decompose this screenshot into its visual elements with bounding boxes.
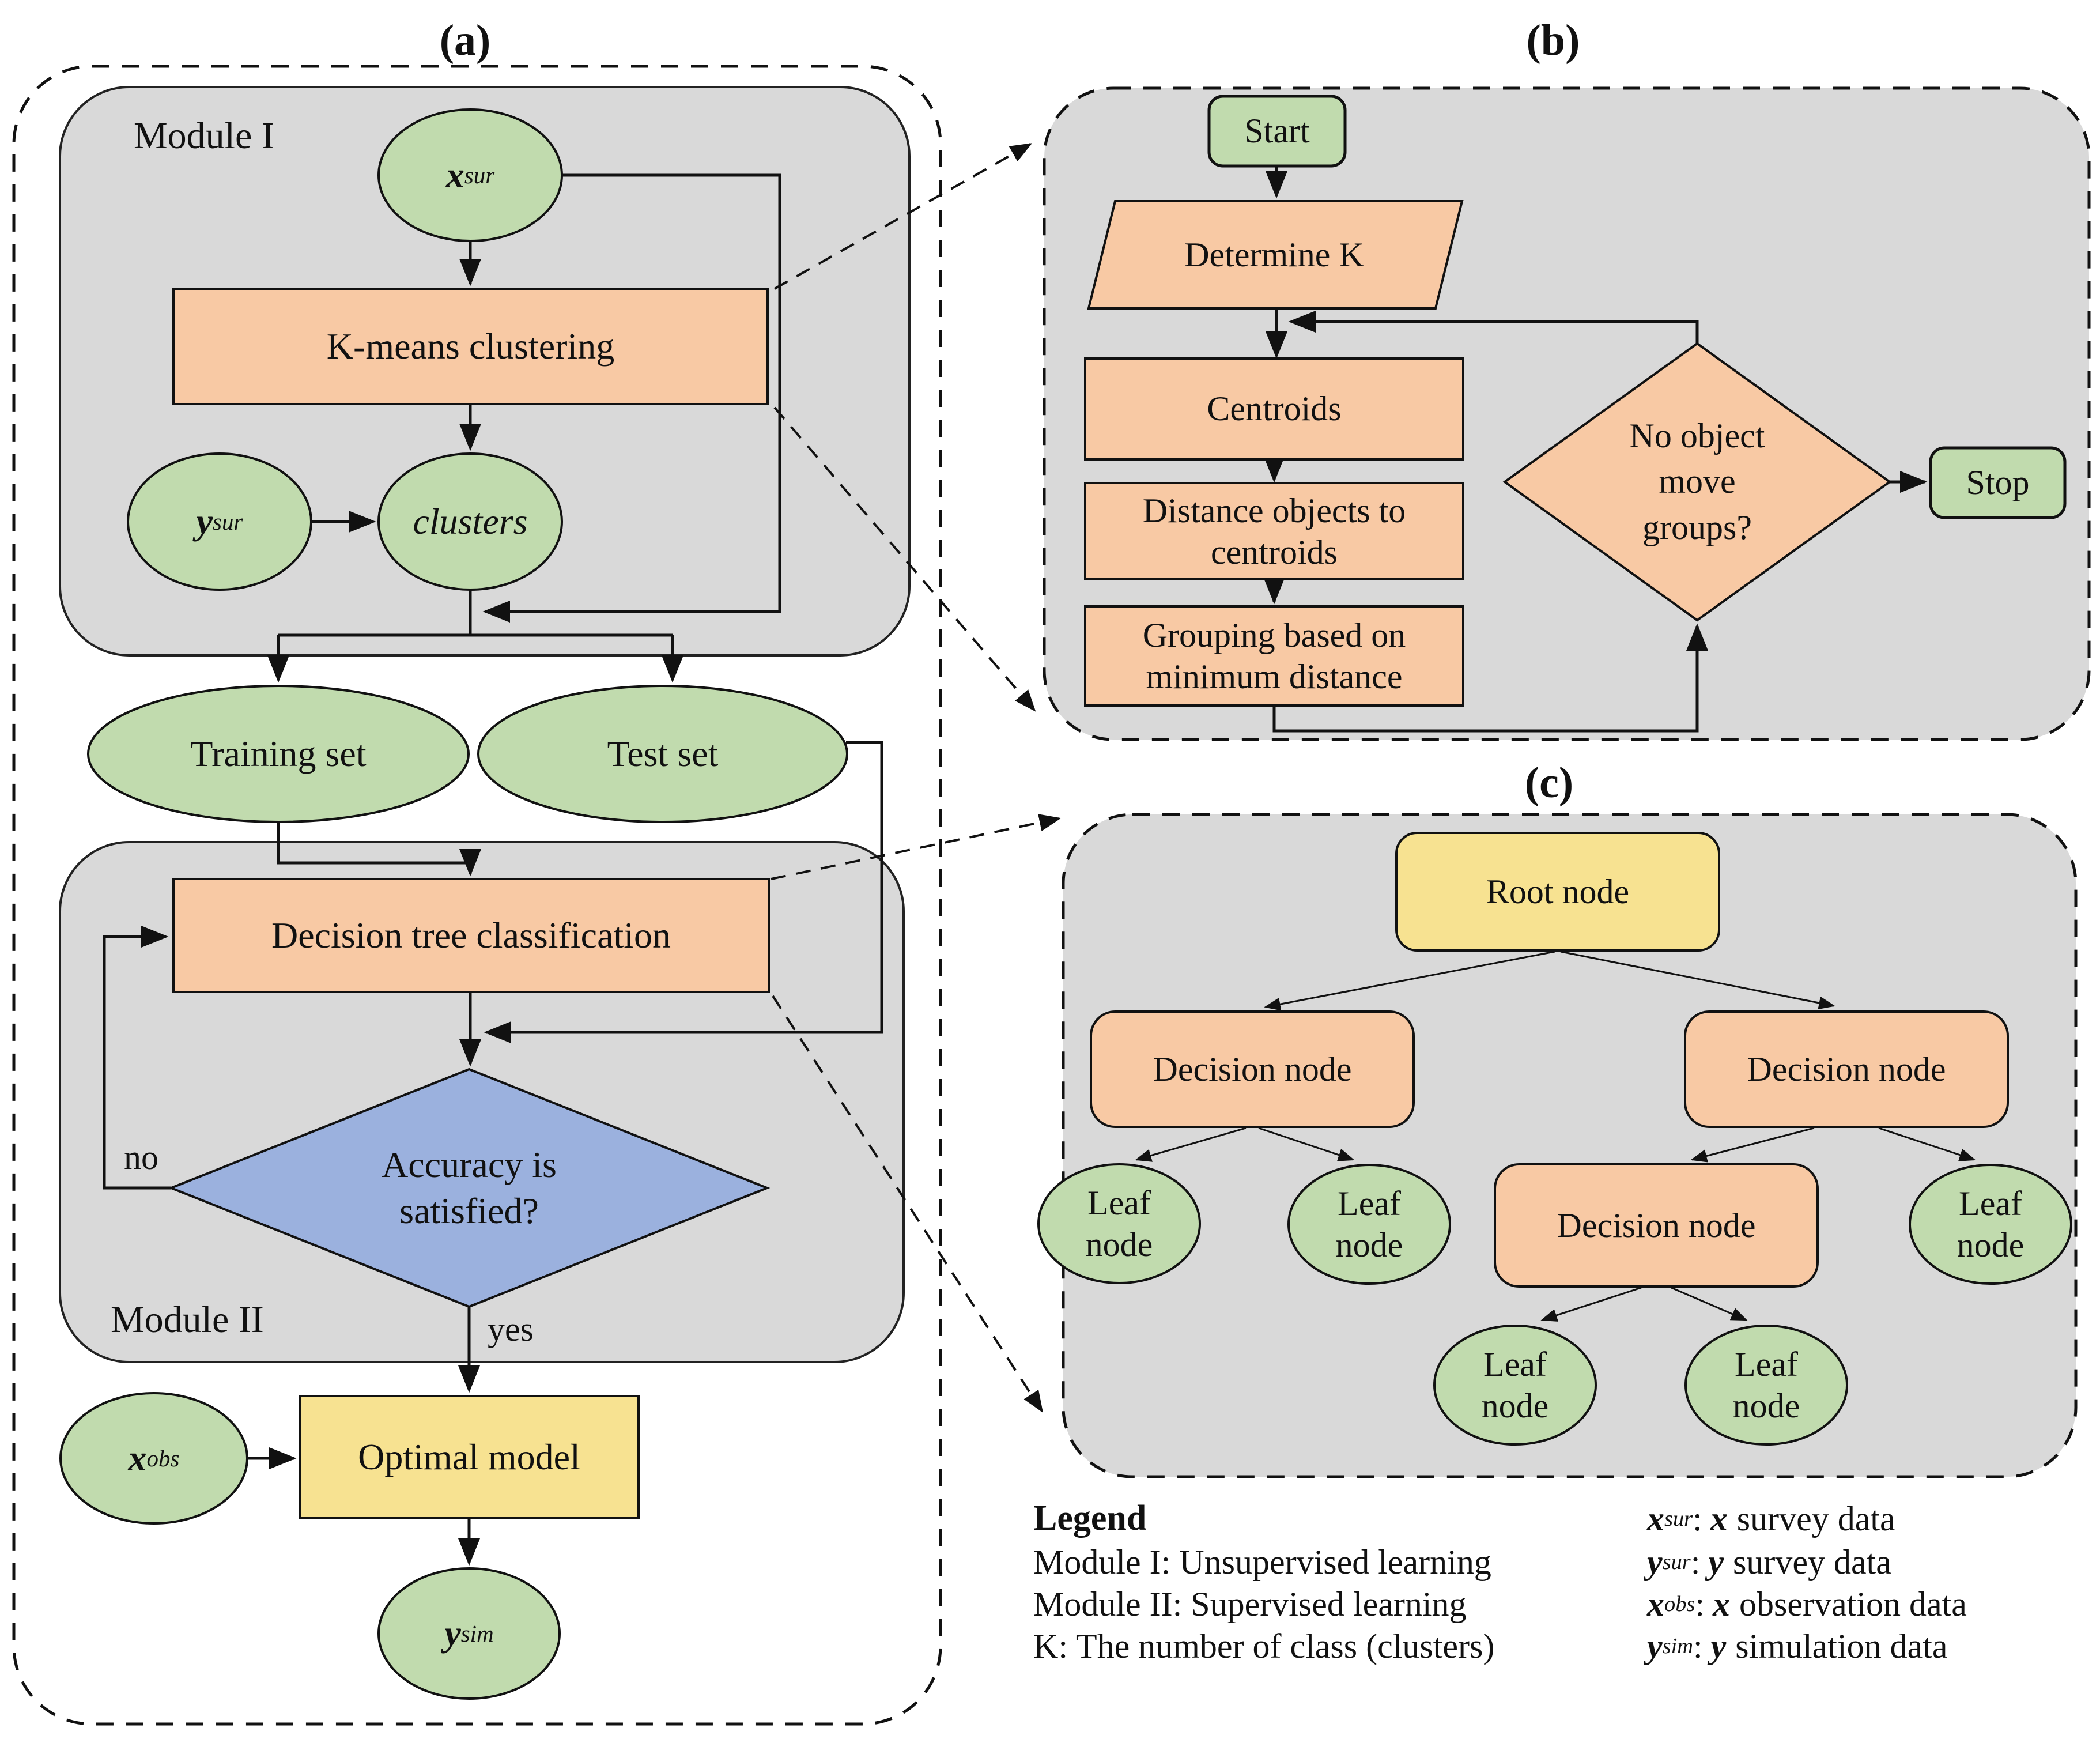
test-set-ellipse: [477, 685, 848, 823]
leaf-node-3-ellipse: [1909, 1164, 2072, 1285]
grouping-box: [1084, 605, 1464, 707]
decision-node-left-label: Decision node: [1153, 1050, 1352, 1088]
leaf-node-2-label: Leaf node: [1335, 1185, 1403, 1264]
decision-node-left-box: [1090, 1010, 1415, 1128]
module-1-label: Module I: [134, 114, 274, 157]
accuracy-label: Accuracy is satisfied?: [382, 1144, 557, 1231]
panel-c-label: (c): [1524, 758, 1574, 807]
training-set-label: Training set: [190, 733, 367, 774]
stop-box: [1929, 446, 2067, 519]
decision-node-mid-box: [1494, 1163, 1819, 1288]
start-box: [1207, 95, 1347, 168]
move-groups-label: No object move groups?: [1629, 417, 1765, 546]
optimal-model-label: Optimal model: [358, 1436, 580, 1477]
training-set-ellipse: [87, 685, 470, 823]
determine-k-parallelogram: [1087, 200, 1464, 310]
start-label: Start: [1244, 112, 1310, 150]
panel-b-label: (b): [1526, 16, 1580, 65]
edge-root-to-decision-left: [1264, 950, 1555, 1011]
move-groups-diamond: [1502, 342, 1892, 622]
decision-node-mid-label: Decision node: [1557, 1206, 1756, 1244]
leaf-node-2-ellipse: [1287, 1164, 1451, 1285]
ysur-ellipse: [127, 452, 312, 591]
distance-label: Distance objects to centroids: [1142, 491, 1406, 571]
panel-c-box: [1062, 813, 2078, 1478]
edge-dright-to-dmid: [1690, 1127, 1815, 1163]
arrow-training-to-dtree: [277, 822, 481, 877]
stop-label: Stop: [1966, 463, 2030, 501]
dtree-label: Decision tree classification: [271, 915, 671, 956]
line-test-to-junction: [484, 741, 883, 1043]
legend-item-module2: Module II: Supervised learning: [1033, 1585, 1467, 1623]
edge-dmid-to-leaf5: [1671, 1287, 1748, 1321]
legend-item-module1: Module I: Unsupervised learning: [1033, 1542, 1491, 1581]
xsur-ellipse: [377, 108, 563, 242]
arrow-grouping-to-diamond: [1272, 623, 1709, 733]
kmeans-label: K-means clustering: [326, 326, 615, 367]
leaf-node-5-label: Leaf node: [1732, 1345, 1800, 1425]
no-label: no: [124, 1138, 158, 1176]
decision-node-right-label: Decision node: [1747, 1050, 1946, 1088]
centroids-label: Centroids: [1207, 390, 1342, 428]
ysim-ellipse: [377, 1567, 561, 1700]
leaf-node-1-label: Leaf node: [1085, 1184, 1153, 1263]
leaf-node-1-ellipse: [1037, 1163, 1201, 1284]
leaf-node-4-ellipse: [1433, 1325, 1597, 1446]
yes-label: yes: [488, 1310, 534, 1348]
root-node-label: Root node: [1486, 872, 1630, 911]
edge-dmid-to-leaf4: [1540, 1287, 1642, 1322]
legend-item-k: K: The number of class (clusters): [1033, 1627, 1495, 1665]
leaf-node-4-label: Leaf node: [1481, 1345, 1549, 1425]
leaf-node-5-ellipse: [1684, 1325, 1848, 1446]
test-set-label: Test set: [607, 733, 719, 774]
callout-kmeans-to-b-bottom: [773, 406, 1036, 712]
clusters-label: clusters: [413, 501, 528, 542]
edge-dright-to-leaf3: [1878, 1127, 1976, 1161]
line-xsur-feedback: [482, 173, 781, 623]
module-2-label: Module II: [111, 1298, 264, 1341]
centroids-box: [1084, 357, 1464, 461]
distance-box: [1084, 482, 1464, 580]
grouping-label: Grouping based on minimum distance: [1142, 616, 1406, 696]
determine-k-label: Determine K: [1184, 235, 1364, 274]
edge-dleft-to-leaf1: [1135, 1127, 1247, 1162]
arrow-diamond-feedback: [1288, 310, 1699, 344]
leaf-node-3-label: Leaf node: [1957, 1185, 2025, 1264]
kmeans-box: [172, 288, 769, 405]
dtree-box: [172, 878, 770, 993]
root-node-box: [1395, 832, 1720, 952]
arrow-no-loop: [103, 926, 171, 1190]
accuracy-diamond: [168, 1067, 770, 1308]
edge-root-to-decision-right: [1560, 950, 1835, 1010]
panel-a-label: (a): [439, 16, 491, 65]
clusters-ellipse: [377, 452, 563, 591]
xobs-ellipse: [59, 1392, 248, 1525]
callout-dtree-to-c-bottom: [772, 995, 1043, 1413]
edge-dleft-to-leaf2: [1258, 1127, 1355, 1161]
decision-node-right-box: [1684, 1010, 2009, 1128]
legend-title: Legend: [1033, 1499, 1147, 1538]
optimal-model-box: [299, 1395, 640, 1519]
